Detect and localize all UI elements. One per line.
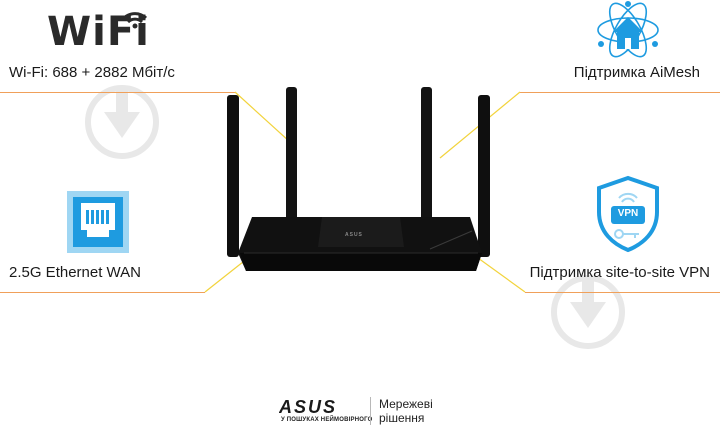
ethernet-port-icon	[67, 191, 129, 253]
brand-separator	[370, 397, 371, 425]
wifi-speed-label: Wi-Fi: 688 + 2882 Мбіт/с	[9, 64, 175, 81]
vpn-badge-text: VPN	[617, 208, 639, 219]
brand-category: Мережеві рішення	[379, 397, 433, 425]
aimesh-house-icon	[597, 1, 659, 58]
download-watermark-icon	[85, 85, 159, 159]
asus-tagline: У ПОШУКАХ НЕЙМОВІРНОГО	[281, 417, 373, 423]
router-image	[227, 87, 490, 271]
vpn-shield-icon	[597, 175, 659, 253]
connector-line	[204, 257, 249, 293]
brand-line-1: Мережеві	[379, 397, 433, 411]
download-watermark-icon	[551, 275, 625, 349]
router-badge: ASUS	[345, 232, 363, 238]
svg-text:ASUS: ASUS	[279, 397, 337, 417]
aimesh-label: Підтримка AiMesh	[573, 64, 700, 81]
asus-logo: ASUS	[279, 397, 337, 417]
ethernet-wan-label: 2.5G Ethernet WAN	[9, 264, 141, 281]
divider-line	[0, 292, 205, 293]
connector-line	[234, 91, 291, 143]
brand-line-2: рішення	[379, 411, 425, 425]
divider-line	[525, 292, 720, 293]
wifi-signal-icon	[122, 12, 148, 29]
divider-line	[520, 92, 720, 93]
divider-line	[0, 92, 235, 93]
connector-line	[477, 257, 526, 293]
vpn-label: Підтримка site-to-site VPN	[529, 264, 710, 281]
